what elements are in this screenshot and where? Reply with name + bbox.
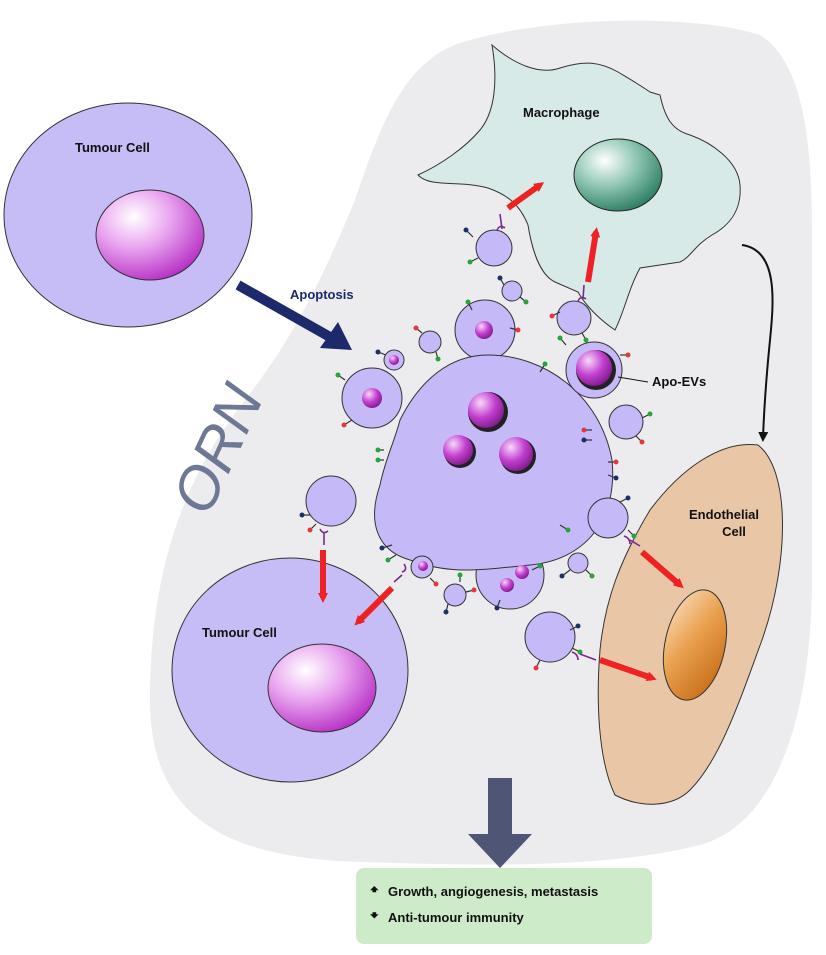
tumour-cell-top-label: Tumour Cell	[75, 140, 150, 155]
apo-evs-label: Apo-EVs	[652, 374, 706, 389]
outcome-box: 🠹 Growth, angiogenesis, metastasis 🠻 Ant…	[356, 868, 652, 944]
up-arrow-icon: 🠹	[370, 881, 379, 897]
outcome-arrow	[468, 778, 532, 868]
macrophage-nucleus	[573, 138, 663, 212]
endothelial-nucleus	[662, 589, 728, 701]
apoptosis-arrow	[235, 280, 352, 350]
receptor-links	[319, 213, 641, 661]
endothelial-label-line2: Cell	[722, 524, 746, 539]
tumour-cell-top-nucleus	[95, 189, 205, 281]
tumour-cell-bottom-label: Tumour Cell	[202, 625, 277, 640]
apo-ev-cargo	[389, 350, 616, 571]
macrophage-label: Macrophage	[523, 105, 600, 120]
outcome-up-text: Growth, angiogenesis, metastasis	[388, 883, 599, 899]
tumour-cell-bottom-nucleus	[267, 643, 377, 733]
apoptosis-label: Apoptosis	[290, 287, 354, 302]
apo-ev-vesicles	[305, 229, 644, 663]
outcome-down-text: Anti-tumour immunity	[388, 909, 524, 925]
surface-markers	[299, 227, 653, 671]
outcome-down-row: 🠻 Anti-tumour immunity	[370, 904, 638, 930]
macrophage-to-endothelial-arrow	[741, 244, 774, 442]
apo-evs-pointer	[617, 376, 649, 383]
apoptotic-fragments	[362, 321, 536, 592]
endothelial-label-line1: Endothelial	[689, 507, 759, 522]
down-arrow-icon: 🠻	[370, 907, 379, 923]
uptake-arrows	[318, 182, 684, 682]
outcome-up-row: 🠹 Growth, angiogenesis, metastasis	[370, 878, 638, 904]
